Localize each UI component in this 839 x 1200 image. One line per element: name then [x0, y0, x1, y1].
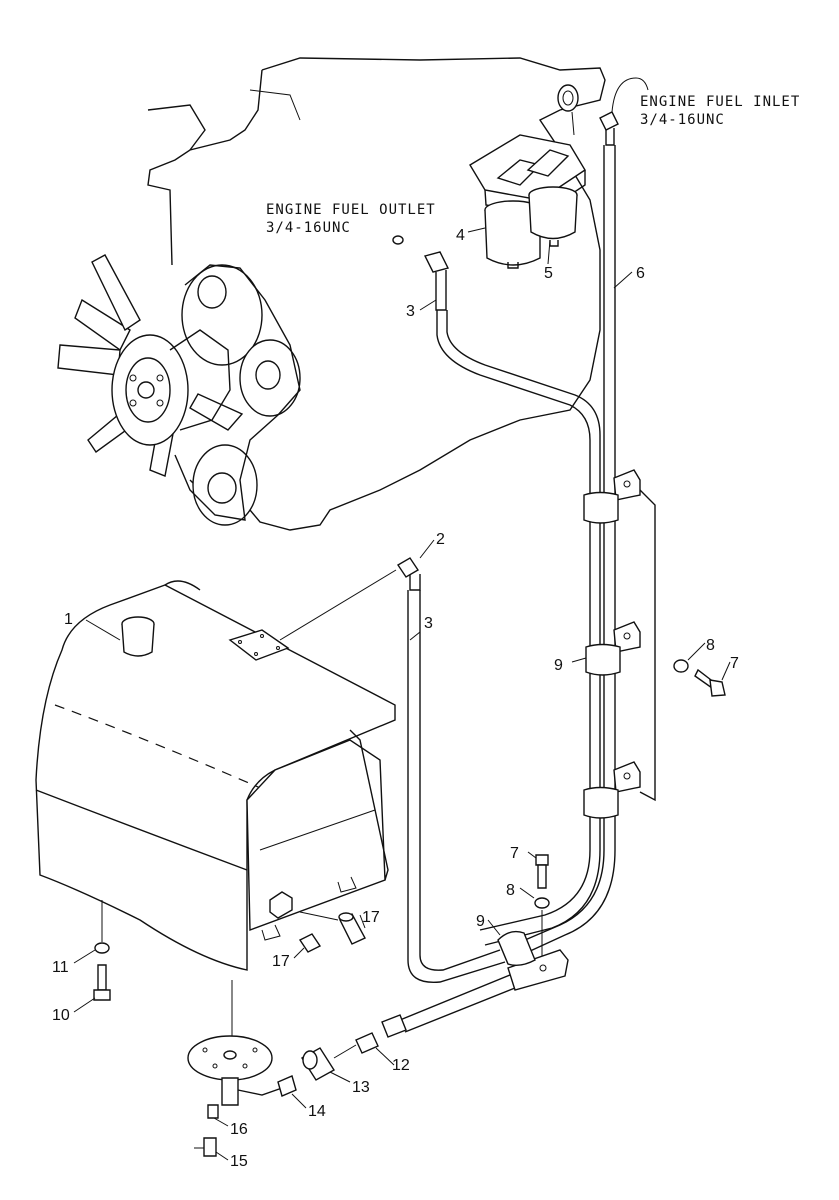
inlet-note-thread: 3/4-16UNC [640, 112, 725, 128]
callout-15: 15 [230, 1153, 248, 1170]
tank-bolt [93, 900, 111, 1001]
outlet-note-title: ENGINE FUEL OUTLET [266, 202, 436, 218]
bolt-washer-right [673, 659, 726, 697]
tank-fittings-17 [298, 911, 366, 953]
callout-1: 1 [64, 611, 73, 628]
callout-16: 16 [230, 1121, 248, 1138]
callout-13: 13 [352, 1079, 370, 1096]
callout-14: 14 [308, 1103, 326, 1120]
outlet-note-thread: 3/4-16UNC [266, 220, 351, 236]
callout-3-lower: 3 [424, 615, 433, 632]
callout-17-left: 17 [272, 953, 290, 970]
inline-fittings [277, 1032, 379, 1097]
callout-12: 12 [392, 1057, 410, 1074]
callout-7-lower: 7 [510, 845, 519, 862]
fuel-line-supply [381, 974, 516, 1038]
fuel-line-return-upper [392, 235, 601, 946]
fan-assembly [57, 254, 301, 526]
callout-2: 2 [436, 531, 445, 548]
callout-8-lower: 8 [506, 882, 515, 899]
fuel-filter-assembly [469, 84, 586, 269]
callout-9-upper: 9 [554, 657, 563, 674]
fuel-pickup-assembly [187, 1035, 283, 1157]
callout-6: 6 [636, 265, 645, 282]
callout-8-right: 8 [706, 637, 715, 654]
lower-clamp [497, 930, 569, 991]
callout-4: 4 [456, 227, 465, 244]
bolt-washer-lower [534, 854, 550, 960]
callout-17-right: 17 [362, 909, 380, 926]
callout-3-upper: 3 [406, 303, 415, 320]
engine-block [147, 57, 606, 531]
callout-7-right: 7 [730, 655, 739, 672]
leader-lines [73, 227, 731, 1161]
fuel-line-return-lower [279, 557, 506, 984]
callout-9-lower: 9 [476, 913, 485, 930]
clamp-bracket [583, 469, 656, 819]
callout-5: 5 [544, 265, 553, 282]
callout-11: 11 [52, 959, 69, 976]
inlet-note-title: ENGINE FUEL INLET [640, 94, 800, 110]
fuel-tank [35, 580, 396, 1045]
callout-10: 10 [52, 1007, 70, 1024]
